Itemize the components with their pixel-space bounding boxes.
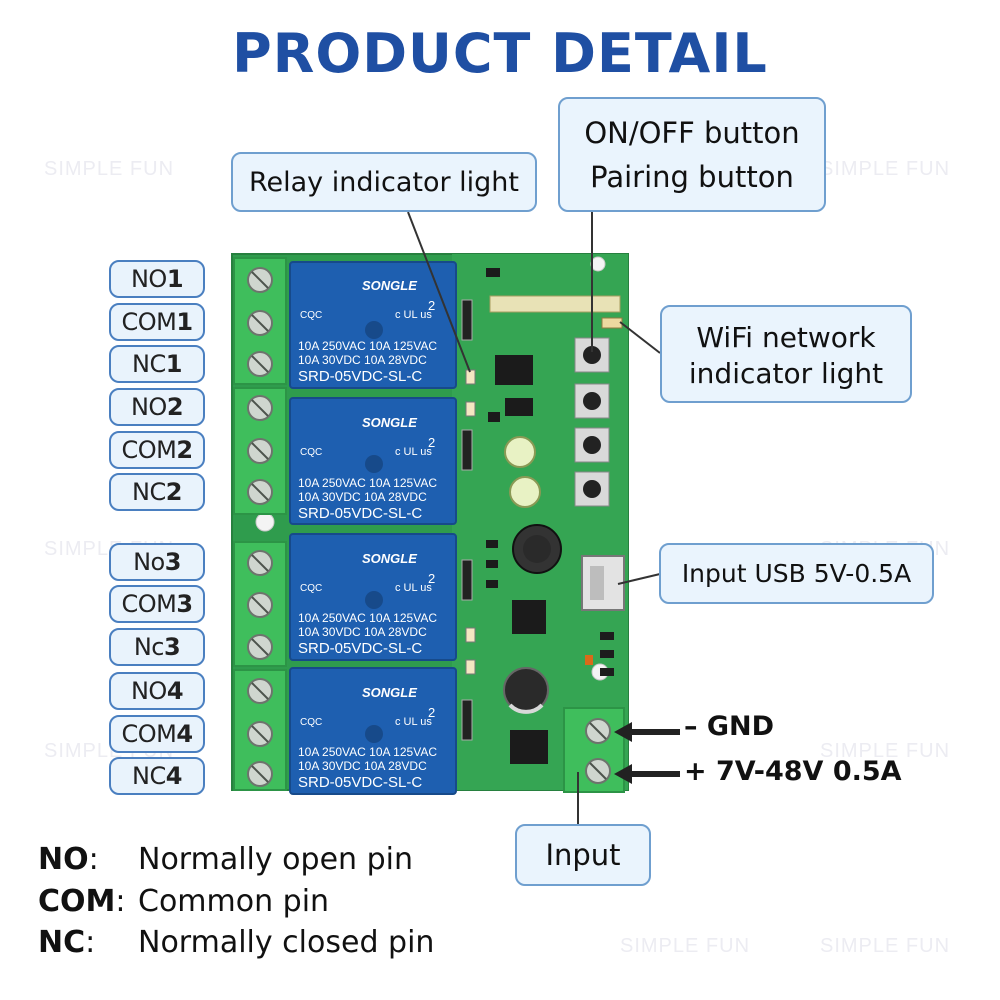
screw-slots xyxy=(251,271,269,783)
relay-cqc-mark: CQC xyxy=(300,447,322,458)
callout-usb-input: Input USB 5V-0.5A xyxy=(659,543,934,604)
resistors xyxy=(585,632,614,676)
page-title: PRODUCT DETAIL xyxy=(232,22,768,85)
legend-nc-definition: Normally closed pin xyxy=(138,925,435,960)
watermark: SIMPLE FUN xyxy=(820,158,951,180)
callout-relay-indicator-text: Relay indicator light xyxy=(248,166,520,198)
callout-leaders xyxy=(407,211,661,824)
relay-ul-mark: c UL us xyxy=(395,309,432,321)
electrolytic-capacitors xyxy=(503,436,549,714)
watermark: SIMPLE FUN xyxy=(44,158,175,180)
mounting-hole xyxy=(255,512,275,532)
relay-ul-mark: c UL us xyxy=(395,716,432,728)
relay-rating-dc: 10A 30VDC 10A 28VDC xyxy=(298,353,427,367)
power-arrows xyxy=(614,722,680,784)
watermark: SIMPLE FUN xyxy=(620,935,751,957)
relay-model: SRD-05VDC-SL-C xyxy=(298,505,422,522)
tact-buttons xyxy=(574,337,610,507)
relay-ul-mark: c UL us xyxy=(395,582,432,594)
callout-wifi-indicator-light: WiFi network indicator light xyxy=(660,305,912,403)
callout-wifi-text-2: indicator light xyxy=(688,357,884,390)
smd-components xyxy=(486,268,548,764)
wifi-indicator-led xyxy=(601,317,623,329)
relay-indicator-leds xyxy=(465,369,476,675)
callout-relay-indicator-light: Relay indicator light xyxy=(231,152,537,212)
relay-cqc-mark: CQC xyxy=(300,717,322,728)
legend-no-definition: Normally open pin xyxy=(138,842,413,877)
relay-rating-dc: 10A 30VDC 10A 28VDC xyxy=(298,625,427,639)
relay-ul-mark: c UL us xyxy=(395,446,432,458)
relay-1 xyxy=(289,261,457,389)
watermark: SIMPLE FUN xyxy=(820,740,951,762)
relay-model: SRD-05VDC-SL-C xyxy=(298,774,422,791)
legend-com: COM: Common pin xyxy=(38,884,330,919)
relay-cqc-mark: CQC xyxy=(300,583,322,594)
relay-3 xyxy=(289,533,457,661)
mounting-hole xyxy=(590,256,606,272)
callout-pairing-text: Pairing button xyxy=(590,160,794,194)
relay-number: 2 xyxy=(428,571,435,586)
relay-rating-ac: 10A 250VAC 10A 125VAC xyxy=(298,476,437,490)
legend-no: NO: Normally open pin xyxy=(38,842,413,877)
diodes xyxy=(461,299,473,741)
relay-4 xyxy=(289,667,457,795)
legend-nc: NC: Normally closed pin xyxy=(38,925,435,960)
relay-brand: SONGLE xyxy=(362,551,417,566)
relay-model: SRD-05VDC-SL-C xyxy=(298,640,422,657)
relay-brand: SONGLE xyxy=(362,278,417,293)
gnd-label: – GND xyxy=(684,711,775,742)
callout-onoff-text: ON/OFF button xyxy=(584,116,800,150)
callout-power-input: Input xyxy=(515,824,651,886)
callout-onoff-pairing-button: ON/OFF button Pairing button xyxy=(558,97,826,212)
relay-rating-dc: 10A 30VDC 10A 28VDC xyxy=(298,490,427,504)
relay-brand: SONGLE xyxy=(362,415,417,430)
relay-2 xyxy=(289,397,457,525)
relay-rating-ac: 10A 250VAC 10A 125VAC xyxy=(298,611,437,625)
relay-brand: SONGLE xyxy=(362,685,417,700)
relay-number: 2 xyxy=(428,435,435,450)
legend-com-definition: Common pin xyxy=(138,884,330,919)
relay-rating-dc: 10A 30VDC 10A 28VDC xyxy=(298,759,427,773)
vin-label: + 7V-48V 0.5A xyxy=(684,756,902,787)
relay-rating-ac: 10A 250VAC 10A 125VAC xyxy=(298,745,437,759)
relay-model: SRD-05VDC-SL-C xyxy=(298,368,422,385)
relay-rating-ac: 10A 250VAC 10A 125VAC xyxy=(298,339,437,353)
relay-number: 2 xyxy=(428,298,435,313)
callout-power-input-text: Input xyxy=(545,838,621,872)
relay-cqc-mark: CQC xyxy=(300,310,322,321)
wifi-module xyxy=(489,295,621,313)
callout-wifi-text-1: WiFi network xyxy=(696,321,876,354)
relay-number: 2 xyxy=(428,705,435,720)
watermark: SIMPLE FUN xyxy=(820,935,951,957)
callout-usb-input-text: Input USB 5V-0.5A xyxy=(681,559,912,588)
